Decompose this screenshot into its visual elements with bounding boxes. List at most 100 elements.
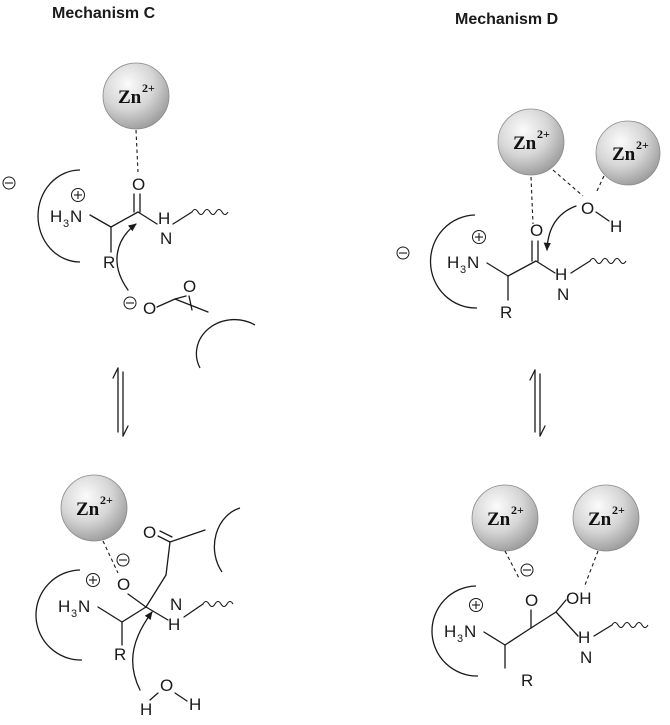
zinc-symbol: Zn: [76, 499, 100, 520]
bond: [507, 260, 537, 277]
r-group: R: [521, 671, 533, 690]
hydroxyl-group: OH: [566, 589, 592, 608]
hydroxide-oxygen: O: [581, 199, 594, 218]
binding-pocket-arc: [429, 214, 478, 309]
bond: [593, 624, 613, 637]
plus-circle-icon: [71, 188, 85, 202]
equilibrium-arrows-c: [112, 367, 129, 437]
amide-n: H: [158, 209, 170, 228]
plus-circle-icon: [86, 573, 100, 587]
zinc-symbol: Zn: [612, 144, 636, 165]
peptide-chain-wavy: [611, 621, 649, 629]
ammonium-subscript: 3: [457, 633, 463, 645]
bond: [535, 260, 556, 274]
zinc-symbol: Zn: [588, 509, 612, 530]
coordination-bond: [584, 550, 599, 586]
coordination-bond: [102, 540, 119, 574]
amide-h: N: [160, 229, 172, 248]
enzyme-pocket-arc: [195, 318, 256, 369]
zinc-ion: Zn 2+: [497, 108, 565, 176]
mechanism-c-top: Zn 2+ H 3 N O H N R: [2, 62, 256, 369]
ammonium-h: H: [50, 207, 62, 226]
bond: [159, 530, 173, 538]
water-hydrogen-right: H: [189, 695, 201, 714]
zinc-symbol: Zn: [487, 509, 511, 530]
bond: [110, 211, 139, 228]
bond: [137, 211, 158, 225]
minus-circle-icon: [116, 553, 130, 567]
ammonium-n: N: [464, 622, 476, 641]
ammonium-subscript: 3: [71, 608, 77, 620]
zinc-ion: Zn 2+: [60, 474, 128, 542]
hydroxide-hydrogen: H: [610, 217, 622, 236]
curved-arrow: [132, 611, 153, 691]
minus-circle-icon: [2, 176, 16, 190]
amide-n: H: [555, 265, 567, 284]
zinc-symbol: Zn: [513, 133, 537, 154]
bond: [174, 295, 187, 300]
bond: [145, 606, 169, 621]
carbonyl-oxygen: O: [530, 221, 543, 240]
ketone-oxygen: O: [143, 523, 156, 542]
peptide-chain-wavy: [589, 257, 627, 265]
ammonium-n: N: [467, 253, 479, 272]
zinc-ion: Zn 2+: [595, 120, 661, 186]
amide-h: N: [170, 595, 182, 614]
plus-circle-icon: [472, 230, 486, 244]
bond: [570, 260, 591, 274]
coordination-bond: [135, 129, 139, 173]
ammonium-subscript: 3: [460, 264, 466, 276]
bond: [156, 298, 176, 308]
peptide-chain-wavy: [202, 600, 234, 608]
curved-arrow: [116, 223, 137, 291]
zinc-charge: 2+: [636, 138, 649, 152]
water-hydrogen-left: H: [140, 700, 152, 719]
bond: [121, 606, 147, 623]
bond: [595, 211, 610, 222]
zinc-ion: Zn 2+: [572, 484, 640, 552]
amide-h: N: [580, 648, 592, 667]
bond: [183, 603, 204, 618]
curved-arrow: [543, 205, 577, 251]
water-oxygen: O: [160, 676, 173, 695]
r-group: R: [103, 253, 115, 272]
zinc-charge: 2+: [142, 81, 155, 95]
alkoxide-oxygen: O: [525, 591, 538, 610]
binding-pocket-arc: [431, 585, 479, 677]
ammonium-h: H: [444, 622, 456, 641]
bond: [504, 627, 532, 646]
enzyme-pocket-arc: [213, 507, 241, 573]
alkoxide-oxygen: O: [117, 575, 130, 594]
bond: [188, 295, 193, 311]
equilibrium-arrows-d: [529, 369, 546, 437]
carbonyl-oxygen: O: [132, 175, 145, 194]
carboxylate-oxygen: O: [143, 299, 156, 318]
bond: [149, 692, 159, 701]
zinc-charge: 2+: [537, 127, 550, 141]
ammonium-subscript: 3: [63, 218, 69, 230]
r-group: R: [114, 645, 126, 664]
bond: [555, 611, 579, 637]
coordination-bond: [504, 550, 521, 581]
bond: [172, 211, 193, 225]
amide-n: H: [578, 628, 590, 647]
zinc-charge: 2+: [612, 503, 625, 517]
amide-h: N: [557, 285, 569, 304]
bond: [145, 574, 167, 608]
zinc-charge: 2+: [100, 493, 113, 507]
peptide-chain-wavy: [191, 208, 229, 216]
ammonium-h: H: [58, 597, 70, 616]
minus-circle-icon: [520, 563, 534, 577]
binding-pocket-arc: [35, 569, 83, 661]
mechanism-d-top: Zn 2+ Zn 2+ O H H 3 N O H N R: [396, 108, 661, 322]
minus-circle-icon: [123, 296, 137, 310]
coordination-bond: [552, 169, 584, 197]
carboxylate-carbonyl-oxygen: O: [183, 277, 196, 296]
bond: [165, 541, 171, 576]
bond: [530, 611, 557, 629]
bond: [486, 262, 509, 277]
plus-circle-icon: [469, 598, 483, 612]
bond: [169, 529, 206, 543]
coordination-bond: [530, 176, 534, 225]
bond: [157, 535, 171, 543]
